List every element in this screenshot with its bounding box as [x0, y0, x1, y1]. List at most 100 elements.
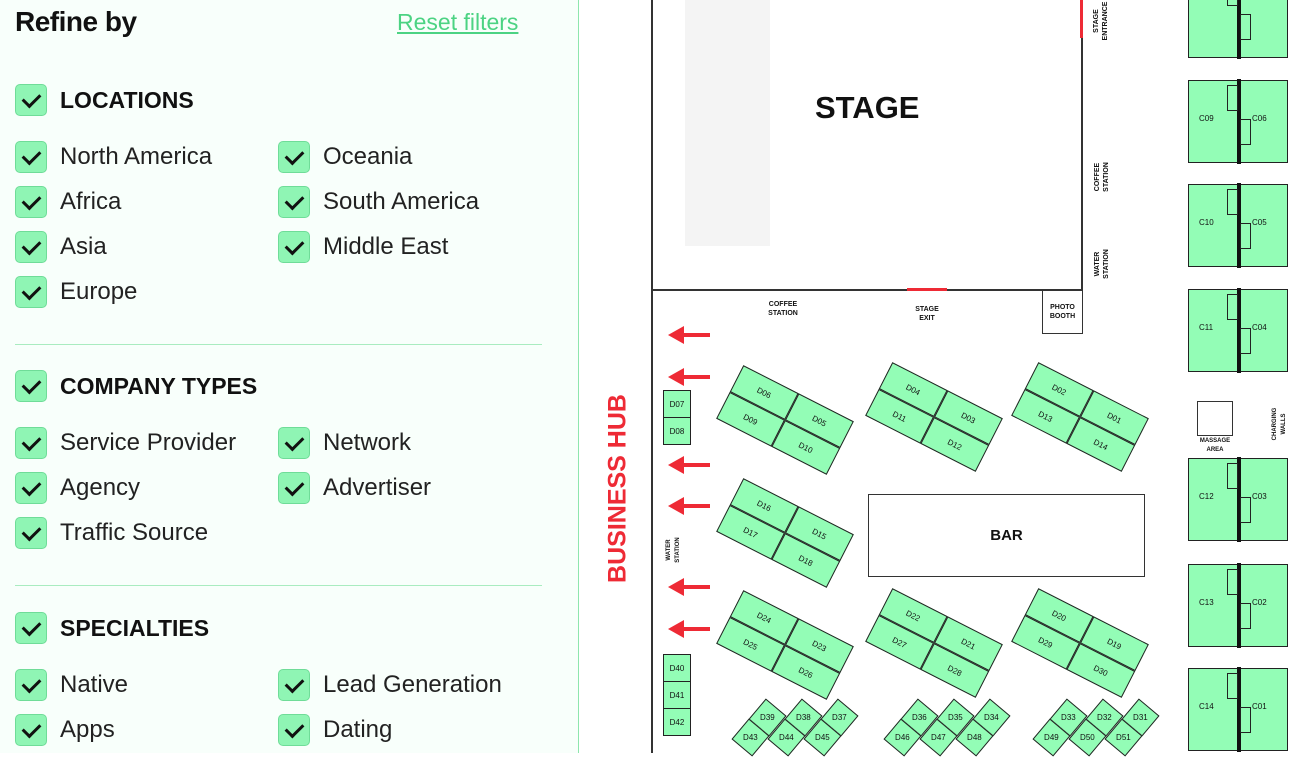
booth-pair[interactable]: C14 C01	[1188, 667, 1288, 752]
booth-pair[interactable]: C09 C06	[1188, 79, 1288, 164]
coffee-station-label: COFFEE STATION	[768, 301, 798, 317]
booth-label: D48	[967, 733, 982, 742]
section-checkbox[interactable]	[15, 370, 47, 402]
booth-pair[interactable]: C11 C04	[1188, 288, 1288, 373]
table	[1227, 189, 1238, 215]
filter-option-label[interactable]: Europe	[60, 278, 138, 305]
filter-checkbox[interactable]	[278, 427, 310, 459]
booth-label: D51	[1116, 733, 1131, 742]
filter-option-label[interactable]: Network	[323, 429, 412, 456]
booth[interactable]: D40	[663, 654, 691, 682]
filter-checkbox[interactable]	[15, 517, 47, 549]
filter-checkbox[interactable]	[278, 231, 310, 263]
filter-checkbox[interactable]	[15, 427, 47, 459]
booth[interactable]: C04	[1252, 323, 1267, 332]
booth-pair[interactable]: C10 C05	[1188, 183, 1288, 268]
filter-checkbox[interactable]	[278, 186, 310, 218]
filter-option-label[interactable]: Traffic Source	[60, 519, 209, 546]
filter-checkbox[interactable]	[15, 141, 47, 173]
booth[interactable]: C09	[1199, 114, 1214, 123]
filter-checkbox[interactable]	[278, 714, 310, 746]
booth[interactable]: C01	[1252, 702, 1267, 711]
filter-checkbox[interactable]	[15, 186, 47, 218]
booth-pair[interactable]: C08C07	[1188, 0, 1288, 59]
filter-option-label[interactable]: Dating	[323, 716, 393, 743]
filter-checkbox[interactable]	[15, 472, 47, 504]
filter-checkbox[interactable]	[278, 472, 310, 504]
booth-label: D38	[796, 713, 811, 722]
filter-option-label[interactable]: Advertiser	[323, 474, 432, 501]
booth-label: D45	[815, 733, 830, 742]
filter-option-label[interactable]: Apps	[60, 716, 115, 743]
section-checkbox[interactable]	[15, 84, 47, 116]
booth-pair[interactable]: C12 C03	[1188, 457, 1288, 542]
massage-area-label: MASSAGE AREA	[1199, 438, 1231, 453]
filter-option-label[interactable]: Africa	[60, 188, 122, 215]
water-station-label: WATER STATION	[666, 537, 681, 563]
filter-title: Refine by	[15, 6, 137, 37]
booth[interactable]: C14	[1199, 702, 1214, 711]
table	[1240, 328, 1251, 354]
filter-checkbox[interactable]	[15, 231, 47, 263]
booth[interactable]: D41	[663, 681, 691, 709]
booth[interactable]: C13	[1199, 598, 1214, 607]
booth-pair[interactable]: C13 C02	[1188, 563, 1288, 648]
filter-option-label[interactable]: Agency	[60, 474, 141, 501]
filter-option-label[interactable]: South America	[323, 188, 480, 215]
booth-divider	[1237, 79, 1241, 164]
booth-label: D49	[1044, 733, 1059, 742]
table	[1227, 294, 1238, 320]
booth-label: D47	[931, 733, 946, 742]
table	[1240, 707, 1251, 733]
booth[interactable]: D08	[663, 417, 691, 445]
filter-option-label[interactable]: Oceania	[323, 143, 413, 170]
booth[interactable]: C10	[1199, 218, 1214, 227]
photo-booth[interactable]: PHOTO BOOTH	[1042, 290, 1083, 334]
filter-option-label[interactable]: North America	[60, 143, 213, 170]
booth-divider	[1237, 563, 1241, 648]
section-checkbox[interactable]	[15, 612, 47, 644]
booth-divider	[1237, 183, 1241, 268]
floor-map: STAGE STAGE ENTRANCE COFFEE STATION WATE…	[580, 0, 1294, 757]
booth-label: D33	[1061, 713, 1076, 722]
water-station-label: WATER STATION	[1094, 249, 1110, 279]
wall	[1081, 0, 1083, 291]
booth-label: D37	[832, 713, 847, 722]
booth-label: D50	[1080, 733, 1095, 742]
booth-label: D44	[779, 733, 794, 742]
massage-area[interactable]	[1197, 401, 1233, 436]
stage-entrance-label: STAGE ENTRANCE	[1093, 1, 1109, 41]
filter-option-label[interactable]: Asia	[60, 233, 107, 260]
filter-checkbox[interactable]	[278, 141, 310, 173]
booth[interactable]: C05	[1252, 218, 1267, 227]
booth[interactable]: C11	[1199, 323, 1214, 332]
reset-filters-link[interactable]: Reset filters	[397, 9, 519, 35]
filter-checkbox[interactable]	[15, 276, 47, 308]
table	[1240, 603, 1251, 629]
filter-option-label[interactable]: Native	[60, 671, 129, 698]
filter-checkbox[interactable]	[15, 669, 47, 701]
booth[interactable]: D42	[663, 708, 691, 736]
booth-label: D36	[912, 713, 927, 722]
filter-checkbox[interactable]	[15, 714, 47, 746]
filter-checkbox[interactable]	[278, 669, 310, 701]
table	[1240, 497, 1251, 523]
booth[interactable]: C03	[1252, 492, 1267, 501]
bar[interactable]: BAR	[868, 494, 1145, 577]
booth-label: D32	[1097, 713, 1112, 722]
filter-option-label[interactable]: Service Provider	[60, 429, 237, 456]
booth[interactable]: C12	[1199, 492, 1214, 501]
filter-option-label[interactable]: Middle East	[323, 233, 449, 260]
booth-label: D46	[895, 733, 910, 742]
booth-divider	[1237, 667, 1241, 752]
section-header: LOCATIONS	[60, 87, 194, 113]
booth[interactable]: C06	[1252, 114, 1267, 123]
booth[interactable]: C02	[1252, 598, 1267, 607]
filter-option-label[interactable]: Lead Generation	[323, 671, 502, 698]
booth[interactable]: D07	[663, 390, 691, 418]
table	[1240, 223, 1251, 249]
